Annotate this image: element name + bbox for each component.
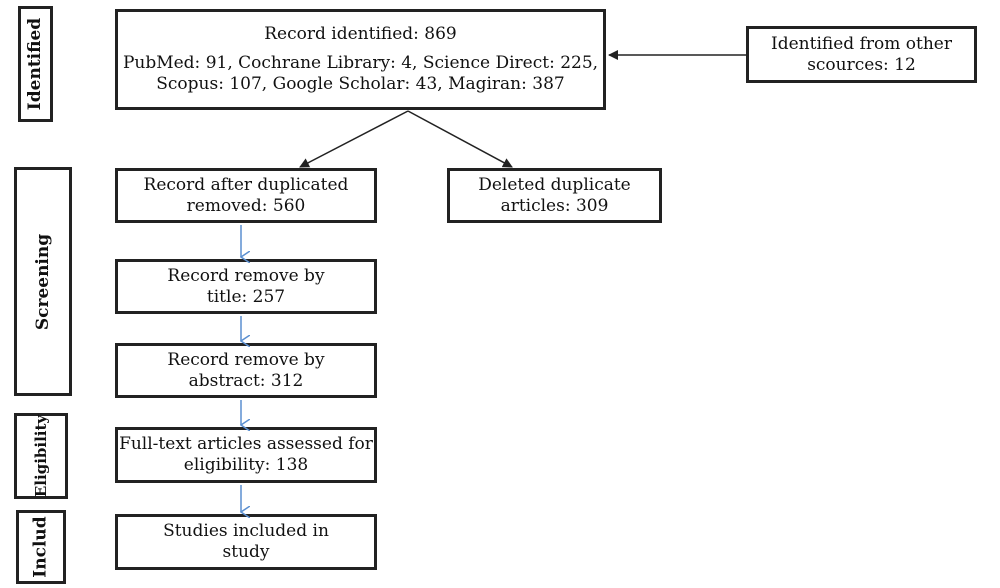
other-sources-line1: Identified from other — [771, 33, 952, 54]
stage-screening-label: Screening — [33, 233, 53, 330]
arrow-identified-to-after-duplicates — [299, 110, 409, 168]
removed-title-line2: title: 257 — [206, 286, 286, 307]
full-text-line2: eligibility: 138 — [183, 455, 309, 475]
after-duplicates-box: Record after duplicated removed: 560 — [115, 168, 377, 223]
deleted-duplicates-line1: Deleted duplicate — [478, 174, 631, 195]
deleted-duplicates-line2: articles: 309 — [500, 195, 609, 216]
stage-identified-label: Identified — [25, 17, 46, 111]
records-identified-sources-line2: Scopus: 107, Google Scholar: 43, Magiran… — [156, 74, 565, 94]
arrow-identified-to-deleted-duplicates — [407, 110, 513, 168]
records-identified-title: Record identified: 869 — [264, 24, 457, 44]
removed-title-line1: Record remove by — [167, 265, 325, 286]
removed-abstract-line1: Record remove by — [167, 349, 325, 370]
included-box: Studies included in study — [115, 514, 377, 570]
stage-screening: Screening — [14, 167, 72, 396]
included-line1: Studies included in — [163, 521, 329, 541]
stage-identified: Identified — [18, 6, 53, 122]
removed-abstract-box: Record remove by abstract: 312 — [115, 343, 377, 398]
full-text-box: Full-text articles assessed for eligibil… — [115, 427, 377, 483]
stage-included: Includ — [16, 510, 66, 584]
after-duplicates-line1: Record after duplicated — [143, 174, 349, 195]
deleted-duplicates-box: Deleted duplicate articles: 309 — [447, 168, 662, 223]
stage-eligibility: Eligibility — [14, 413, 68, 499]
stage-included-label: Includ — [31, 516, 51, 578]
removed-abstract-line2: abstract: 312 — [188, 370, 304, 391]
stage-eligibility-label: Eligibility — [32, 414, 50, 498]
full-text-line1: Full-text articles assessed for — [119, 434, 373, 454]
other-sources-box: Identified from other scources: 12 — [746, 26, 977, 83]
included-line2: study — [222, 542, 270, 562]
removed-title-box: Record remove by title: 257 — [115, 259, 377, 314]
records-identified-sources-line1: PubMed: 91, Cochrane Library: 4, Science… — [122, 53, 599, 73]
after-duplicates-line2: removed: 560 — [186, 195, 306, 216]
records-identified-box: Record identified: 869 PubMed: 91, Cochr… — [115, 9, 606, 110]
other-sources-line2: scources: 12 — [807, 54, 916, 75]
